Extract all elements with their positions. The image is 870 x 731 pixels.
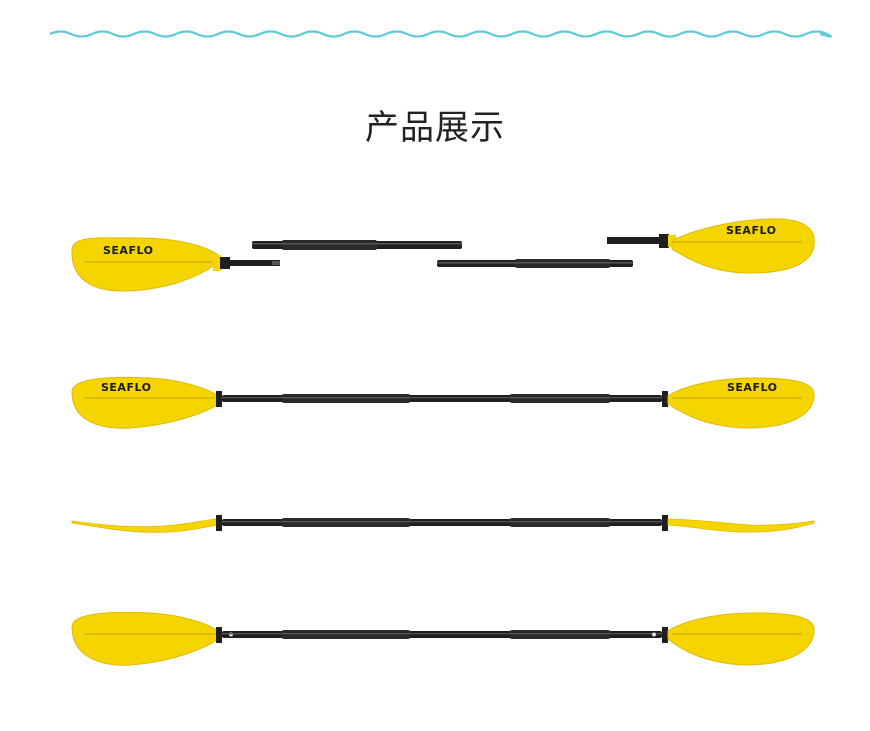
left-blade bbox=[71, 611, 222, 666]
right-blade-edge bbox=[667, 518, 815, 533]
logo-text-left: SEAFLO bbox=[101, 381, 151, 394]
logo-text-left: SEAFLO bbox=[103, 244, 153, 257]
left-blade: SEAFLO bbox=[71, 376, 222, 429]
paddle-assembled-back bbox=[71, 611, 815, 666]
wave-divider bbox=[49, 30, 833, 38]
left-blade: SEAFLO bbox=[71, 237, 220, 292]
page-title: 产品展示 bbox=[365, 108, 505, 148]
right-blade: SEAFLO bbox=[667, 377, 815, 429]
logo-text-right: SEAFLO bbox=[727, 381, 777, 394]
paddle-assembled-side bbox=[71, 515, 815, 533]
paddle-assembled-front: SEAFLO SEAFLO bbox=[71, 376, 815, 429]
shaft bbox=[216, 627, 668, 643]
right-blade: SEAFLO bbox=[671, 218, 815, 274]
logo-text-right: SEAFLO bbox=[726, 224, 776, 237]
right-blade bbox=[667, 612, 815, 666]
center-shaft-lower bbox=[437, 259, 633, 268]
paddle-disassembled: SEAFLO SEAFLO bbox=[71, 218, 815, 292]
right-shaft-piece bbox=[607, 234, 676, 248]
shaft bbox=[216, 391, 668, 407]
shaft bbox=[216, 515, 668, 531]
left-shaft-piece bbox=[213, 255, 280, 271]
center-shaft-upper bbox=[252, 240, 462, 250]
left-blade-edge bbox=[71, 518, 219, 533]
